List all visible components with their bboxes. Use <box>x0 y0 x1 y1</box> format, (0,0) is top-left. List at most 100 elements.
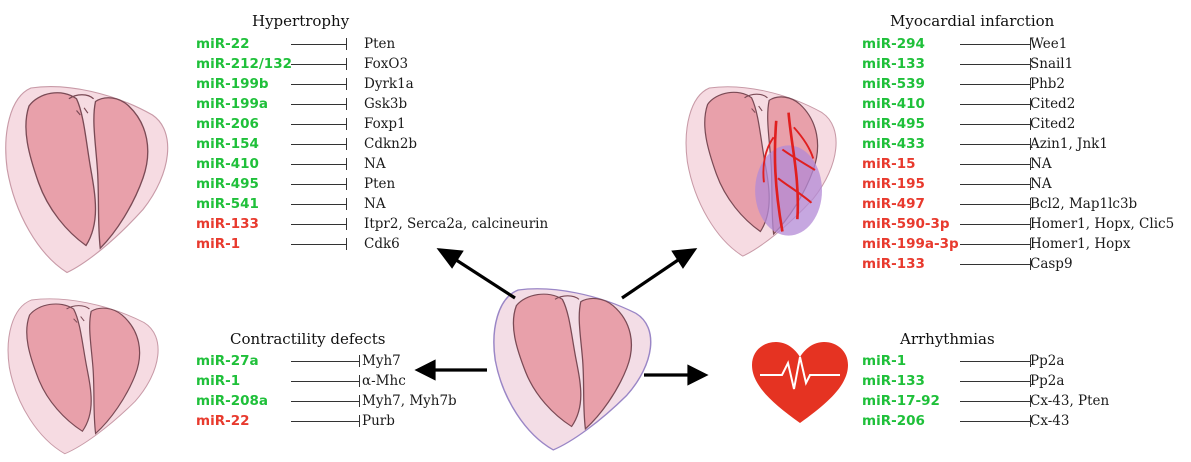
mirna-row: miR-539Phb2 <box>862 76 1191 94</box>
target-gene: Homer1, Hopx, Clic5 <box>1030 216 1174 232</box>
mirna-label: miR-133 <box>862 256 925 272</box>
mirna-row: miR-212/132 FoxO3 <box>196 56 526 74</box>
mirna-row: miR-195NA <box>862 176 1191 194</box>
inhibition-arrow <box>960 421 1030 422</box>
mirna-row: miR-15 NA <box>862 156 1191 174</box>
inhibition-arrow <box>960 184 1030 185</box>
mirna-label: miR-27a <box>196 353 259 369</box>
mirna-row: miR-1 α-Mhc <box>196 373 526 391</box>
mirna-label: miR-212/132 <box>196 56 292 72</box>
mirna-label: miR-17-92 <box>862 393 940 409</box>
mirna-row: miR-495 Pten <box>196 176 526 194</box>
panel-title: Myocardial infarction <box>890 12 1054 30</box>
inhibition-arrow <box>291 64 346 65</box>
target-gene: Myh7 <box>362 353 401 369</box>
mirna-row: miR-133Snail1 <box>862 56 1191 74</box>
heart-rate-icon <box>752 342 848 423</box>
hypertrophy-heart-icon <box>6 87 168 273</box>
target-gene: Homer1, Hopx <box>1030 236 1130 252</box>
mirna-label: miR-539 <box>862 76 925 92</box>
mirna-row: miR-17-92 Cx-43, Pten <box>862 393 1191 411</box>
mirna-label: miR-154 <box>196 136 259 152</box>
target-gene: Pp2a <box>1030 373 1064 389</box>
target-gene: Cdk6 <box>364 236 400 252</box>
inhibition-arrow <box>291 361 359 362</box>
inhibition-arrow <box>960 164 1030 165</box>
mirna-row: miR-154Cdkn2b <box>196 136 526 154</box>
inhibition-arrow <box>291 204 346 205</box>
panel-title: Arrhythmias <box>900 330 995 348</box>
inhibition-arrow <box>960 204 1030 205</box>
target-gene: Azin1, Jnk1 <box>1030 136 1108 152</box>
mirna-label: miR-206 <box>196 116 259 132</box>
inhibition-arrow <box>960 381 1030 382</box>
mirna-label: miR-294 <box>862 36 925 52</box>
mirna-label: miR-1 <box>196 236 240 252</box>
inhibition-arrow <box>960 44 1030 45</box>
target-gene: FoxO3 <box>364 56 408 72</box>
inhibition-arrow <box>291 44 346 45</box>
mirna-row: miR-133 Pp2a <box>862 373 1191 391</box>
inhibition-arrow <box>960 264 1030 265</box>
mirna-row: miR-495 Cited2 <box>862 116 1191 134</box>
target-gene: NA <box>364 196 386 212</box>
inhibition-arrow <box>960 244 1030 245</box>
target-gene: Purb <box>362 413 395 429</box>
mirna-label: miR-495 <box>196 176 259 192</box>
target-gene: Cited2 <box>1030 96 1075 112</box>
mirna-row: miR-410 NA <box>196 156 526 174</box>
inhibition-arrow <box>960 361 1030 362</box>
mirna-row: miR-410 Cited2 <box>862 96 1191 114</box>
target-gene: NA <box>1030 156 1052 172</box>
inhibition-arrow <box>960 124 1030 125</box>
target-gene: NA <box>364 156 386 172</box>
mirna-label: miR-195 <box>862 176 925 192</box>
inhibition-arrow <box>291 144 346 145</box>
inhibition-arrow <box>291 124 346 125</box>
mirna-label: miR-497 <box>862 196 925 212</box>
target-gene: Pten <box>364 36 395 52</box>
mirna-label: miR-22 <box>196 36 249 52</box>
mirna-label: miR-1 <box>196 373 240 389</box>
mirna-label: miR-15 <box>862 156 915 172</box>
mirna-row: miR-27a Myh7 <box>196 353 526 371</box>
mirna-row: miR-133Itpr2, Serca2a, calcineurin <box>196 216 526 234</box>
mirna-label: miR-133 <box>862 56 925 72</box>
target-gene: Itpr2, Serca2a, calcineurin <box>364 216 548 232</box>
mirna-label: miR-410 <box>196 156 259 172</box>
mirna-row: miR-497Bcl2, Map1lc3b <box>862 196 1191 214</box>
target-gene: Pten <box>364 176 395 192</box>
target-gene: Cited2 <box>1030 116 1075 132</box>
inhibition-arrow <box>291 104 346 105</box>
inhibition-arrow <box>291 401 359 402</box>
inhibition-arrow <box>960 84 1030 85</box>
target-gene: Cx-43, Pten <box>1030 393 1109 409</box>
inhibition-arrow <box>291 84 346 85</box>
target-gene: Casp9 <box>1030 256 1073 272</box>
mirna-label: miR-541 <box>196 196 259 212</box>
target-gene: α-Mhc <box>362 373 406 389</box>
target-gene: Gsk3b <box>364 96 407 112</box>
inhibition-arrow <box>291 244 346 245</box>
mirna-label: miR-133 <box>862 373 925 389</box>
inhibition-arrow <box>291 381 359 382</box>
mirna-row: miR-133 Casp9 <box>862 256 1191 274</box>
mirna-label: miR-495 <box>862 116 925 132</box>
target-gene: Dyrk1a <box>364 76 414 92</box>
mirna-label: miR-206 <box>862 413 925 429</box>
mirna-label: miR-22 <box>196 413 249 429</box>
contractility-heart-icon <box>8 299 158 454</box>
inhibition-arrow <box>291 421 359 422</box>
mirna-row: miR-541 NA <box>196 196 526 214</box>
mirna-label: miR-410 <box>862 96 925 112</box>
inhibition-arrow <box>960 401 1030 402</box>
mirna-row: miR-22 Purb <box>196 413 526 431</box>
target-gene: Pp2a <box>1030 353 1064 369</box>
